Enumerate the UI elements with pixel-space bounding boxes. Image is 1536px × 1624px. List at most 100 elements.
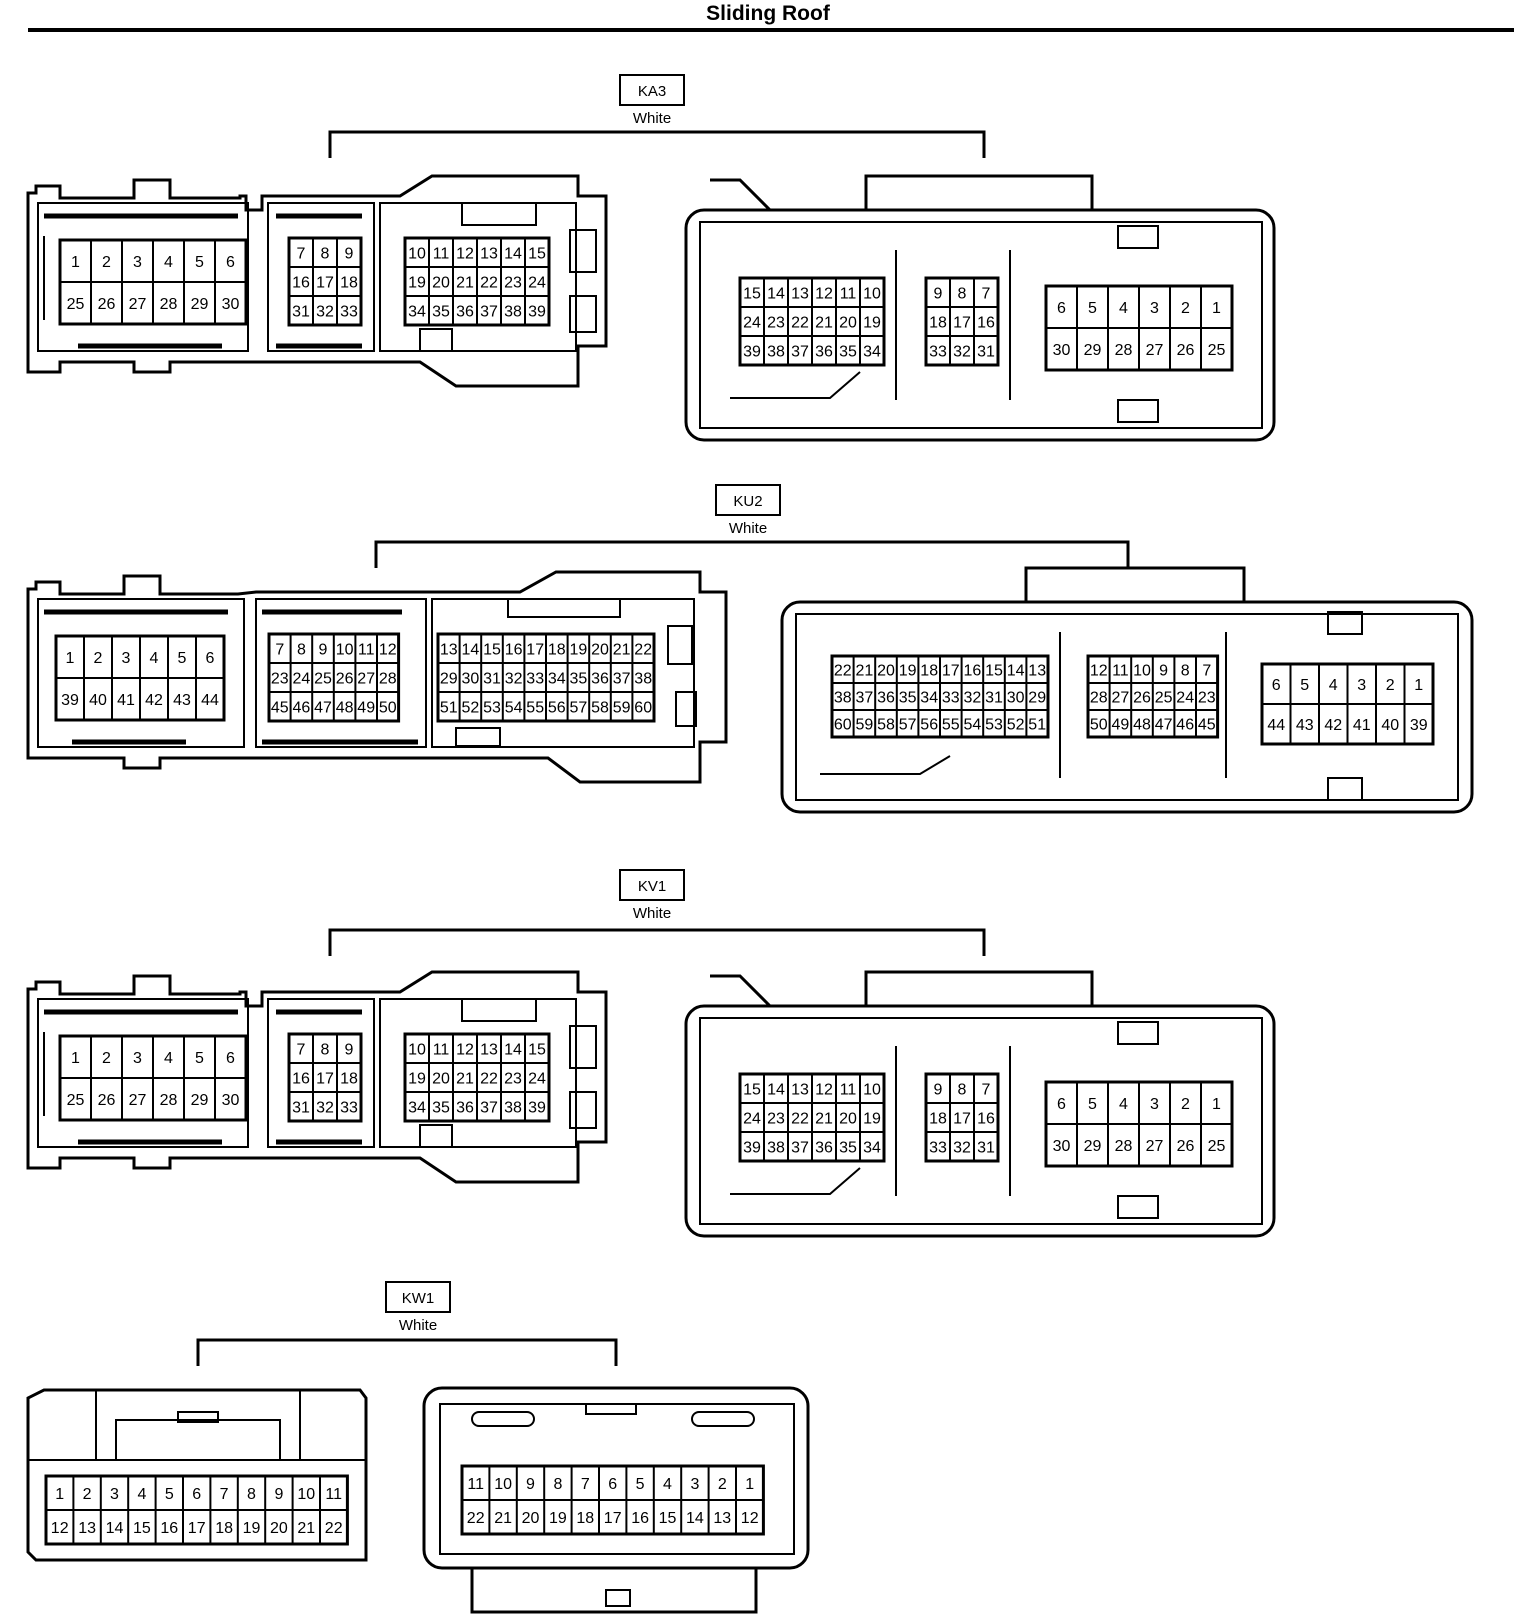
pin-number: 13: [1028, 663, 1046, 680]
pin-number: 11: [433, 246, 450, 263]
pin-number: 18: [920, 663, 938, 680]
pin-number: 17: [316, 1071, 334, 1088]
pin-number: 2: [102, 1050, 111, 1067]
bracket: [196, 1338, 618, 1366]
pin-number: 17: [604, 1510, 622, 1527]
pin-number: 10: [494, 1476, 512, 1493]
pin-number: 35: [839, 344, 857, 361]
pin-number: 34: [920, 690, 938, 707]
pin-number: 24: [528, 275, 546, 292]
pin-number: 17: [953, 315, 971, 332]
pin-number: 23: [504, 1071, 522, 1088]
pin-number: 20: [270, 1520, 288, 1537]
latch-tab: [461, 202, 537, 226]
pin-number: 14: [767, 286, 785, 303]
pin-number: 53: [985, 717, 1003, 734]
pin-number: 39: [528, 1100, 546, 1117]
pin-number: 37: [791, 1140, 809, 1157]
pin-number: 37: [613, 671, 631, 688]
pin-number: 21: [815, 1111, 833, 1128]
pin-number: 48: [1133, 717, 1151, 734]
pin-number: 2: [1386, 677, 1395, 694]
pin-number: 38: [834, 690, 852, 707]
pin-number: 50: [379, 700, 397, 717]
pin-number: 21: [856, 663, 874, 680]
pin-number: 37: [856, 690, 874, 707]
pin-number: 56: [548, 700, 566, 717]
pin-number: 60: [634, 700, 652, 717]
pin-number: 53: [483, 700, 501, 717]
pin-number: 42: [145, 692, 163, 709]
pin-number: 19: [408, 1071, 426, 1088]
pin-number: 15: [985, 663, 1003, 680]
pin-number: 22: [467, 1510, 485, 1527]
pin-number: 18: [548, 642, 566, 659]
pin-number: 8: [321, 1042, 330, 1059]
pin-number: 44: [201, 692, 219, 709]
pin-number: 21: [494, 1510, 512, 1527]
pin-number: 16: [964, 663, 982, 680]
pin-number: 13: [480, 1042, 498, 1059]
pin-number: 36: [456, 304, 474, 321]
connector-code: KV1: [638, 878, 666, 895]
pin-number: 54: [964, 717, 982, 734]
pin-number: 16: [505, 642, 523, 659]
housing-top: [710, 970, 1094, 1008]
pin-number: 22: [480, 275, 498, 292]
pin-number: 33: [340, 304, 358, 321]
pin-number: 27: [1112, 690, 1130, 707]
pin-number: 12: [456, 246, 474, 263]
pin-number: 32: [505, 671, 523, 688]
pin-number: 37: [480, 1100, 498, 1117]
pin-number: 4: [1119, 300, 1128, 317]
pin-number: 12: [456, 1042, 474, 1059]
pin-number: 18: [929, 315, 947, 332]
pin-number: 35: [570, 671, 588, 688]
pin-number: 45: [1198, 717, 1216, 734]
housing-inner: [699, 1017, 1263, 1225]
housing-outline: [26, 1388, 368, 1562]
pin-number: 37: [791, 344, 809, 361]
latch-tab: [455, 727, 501, 747]
pin-number: 40: [89, 692, 107, 709]
pin-number: 27: [357, 671, 375, 688]
pin-number: 30: [1053, 342, 1071, 359]
pin-number: 10: [297, 1486, 315, 1503]
pin-number: 9: [345, 1042, 354, 1059]
pin-number: 2: [83, 1486, 92, 1503]
pin-number: 15: [133, 1520, 151, 1537]
connector-code-box: [619, 869, 685, 901]
latch-tab: [1327, 777, 1363, 801]
title-rule: [28, 28, 1514, 32]
pin-number: 33: [929, 1140, 947, 1157]
pin-number: 7: [982, 1082, 991, 1099]
pin-number: 14: [106, 1520, 124, 1537]
pin-number: 3: [690, 1476, 699, 1493]
pin-number: 28: [379, 671, 397, 688]
pin-number: 35: [432, 304, 450, 321]
pin-number: 2: [102, 254, 111, 271]
pin-number: 1: [71, 1050, 80, 1067]
housing-inner: [37, 202, 249, 352]
pin-number: 6: [1057, 1096, 1066, 1113]
connector-code: KU2: [733, 493, 762, 510]
pin-number: 27: [1146, 342, 1164, 359]
pin-number: 3: [1357, 677, 1366, 694]
side-key: [675, 691, 697, 727]
pin-number: 8: [553, 1476, 562, 1493]
pin-number: 19: [549, 1510, 567, 1527]
pin-number: 26: [98, 1092, 116, 1109]
pin-number: 37: [480, 304, 498, 321]
latch-tab: [1117, 1021, 1159, 1045]
pin-number: 55: [942, 717, 960, 734]
pin-number: 46: [1176, 717, 1194, 734]
pin-number: 22: [634, 642, 652, 659]
pin-number: 7: [297, 246, 306, 263]
pin-number: 39: [528, 304, 546, 321]
latch-tab: [1117, 1195, 1159, 1219]
